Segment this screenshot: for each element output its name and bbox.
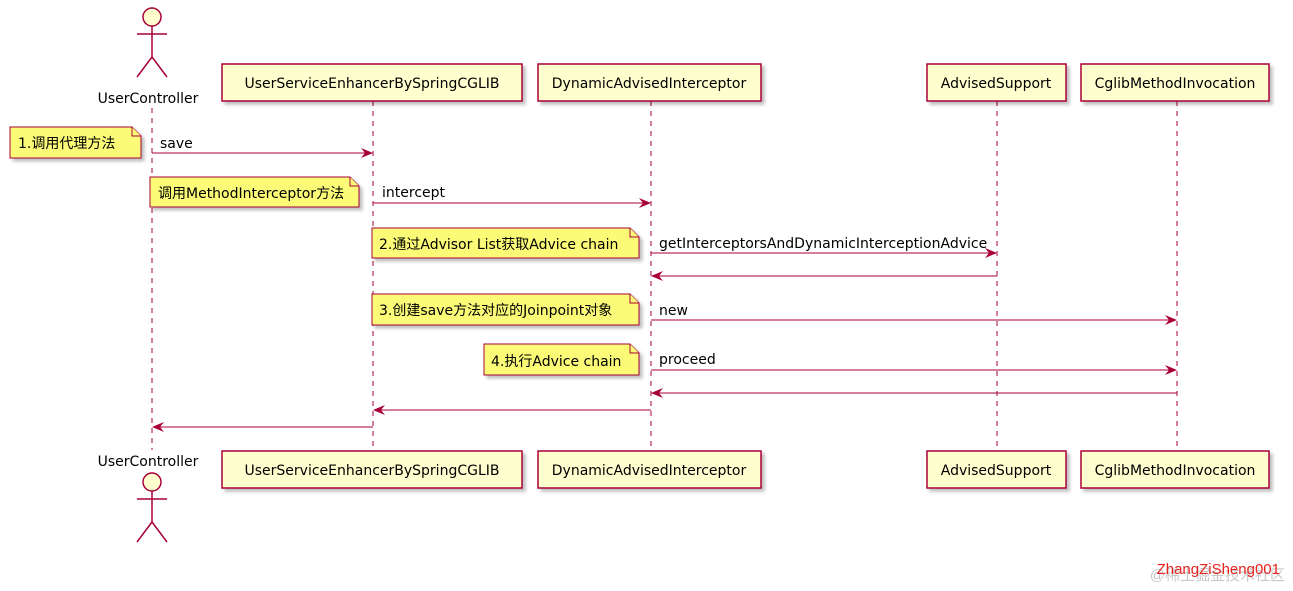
note-text: 4.执行Advice chain bbox=[491, 354, 621, 370]
watermark-author: ZhangZiSheng001 bbox=[1157, 561, 1280, 578]
participant-box: AdvisedSupport bbox=[926, 63, 1067, 102]
note-text: 2.通过Advisor List获取Advice chain bbox=[379, 237, 618, 253]
participant-label: UserServiceEnhancerBySpringCGLIB bbox=[245, 463, 500, 479]
message-new: new bbox=[651, 303, 1177, 325]
lifelines bbox=[151, 101, 1178, 453]
actor-head-icon bbox=[142, 7, 162, 27]
actor-label-bottom: UserController bbox=[98, 454, 199, 470]
note-1: 1.调用代理方法 bbox=[9, 126, 142, 159]
actor-figure-bottom bbox=[136, 472, 168, 543]
message-get-interceptors: getInterceptorsAndDynamicInterceptionAdv… bbox=[651, 236, 997, 258]
participant-box: UserServiceEnhancerBySpringCGLIB bbox=[221, 450, 523, 489]
actor-figure-top bbox=[136, 7, 168, 78]
note-text: 1.调用代理方法 bbox=[18, 136, 115, 152]
messages: save intercept getInterceptorsAndDynamic… bbox=[152, 136, 1177, 432]
note-2: 调用MethodInterceptor方法 bbox=[149, 176, 360, 208]
participant-box: UserServiceEnhancerBySpringCGLIB bbox=[221, 63, 523, 102]
note-text: 3.创建save方法对应的Joinpoint对象 bbox=[379, 302, 612, 319]
watermark-site: @稀土掘金技术社区 bbox=[1150, 567, 1285, 584]
message-label: save bbox=[160, 136, 193, 152]
message-label: new bbox=[659, 303, 688, 319]
participant-box: CglibMethodInvocation bbox=[1080, 450, 1270, 489]
message-label: intercept bbox=[382, 185, 446, 201]
participant-label: DynamicAdvisedInterceptor bbox=[552, 76, 747, 92]
message-label: getInterceptorsAndDynamicInterceptionAdv… bbox=[659, 236, 987, 252]
actor-label-top: UserController bbox=[98, 91, 199, 107]
participant-label: CglibMethodInvocation bbox=[1095, 463, 1256, 479]
note-5: 4.执行Advice chain bbox=[483, 343, 640, 376]
notes: 1.调用代理方法 调用MethodInterceptor方法 2.通过Advis… bbox=[9, 126, 640, 376]
participant-label: AdvisedSupport bbox=[941, 463, 1052, 479]
participants-bottom: UserServiceEnhancerBySpringCGLIB Dynamic… bbox=[221, 450, 1270, 489]
watermark: @稀土掘金技术社区 ZhangZiSheng001 bbox=[1150, 561, 1285, 584]
note-text: 调用MethodInterceptor方法 bbox=[158, 186, 344, 202]
note-3: 2.通过Advisor List获取Advice chain bbox=[371, 227, 640, 259]
participant-label: UserServiceEnhancerBySpringCGLIB bbox=[245, 76, 500, 92]
participant-box: CglibMethodInvocation bbox=[1080, 63, 1270, 102]
participant-label: DynamicAdvisedInterceptor bbox=[552, 463, 747, 479]
actor-head-icon bbox=[142, 472, 162, 492]
message-intercept: intercept bbox=[373, 185, 651, 208]
participant-label: AdvisedSupport bbox=[941, 76, 1052, 92]
participant-box: DynamicAdvisedInterceptor bbox=[537, 63, 762, 102]
participant-box: DynamicAdvisedInterceptor bbox=[537, 450, 762, 489]
message-save: save bbox=[152, 136, 373, 158]
participant-box: AdvisedSupport bbox=[926, 450, 1067, 489]
message-label: proceed bbox=[659, 352, 716, 368]
note-4: 3.创建save方法对应的Joinpoint对象 bbox=[371, 293, 640, 326]
participants-top: UserServiceEnhancerBySpringCGLIB Dynamic… bbox=[221, 63, 1270, 102]
message-proceed: proceed bbox=[651, 352, 1177, 375]
participant-label: CglibMethodInvocation bbox=[1095, 76, 1256, 92]
